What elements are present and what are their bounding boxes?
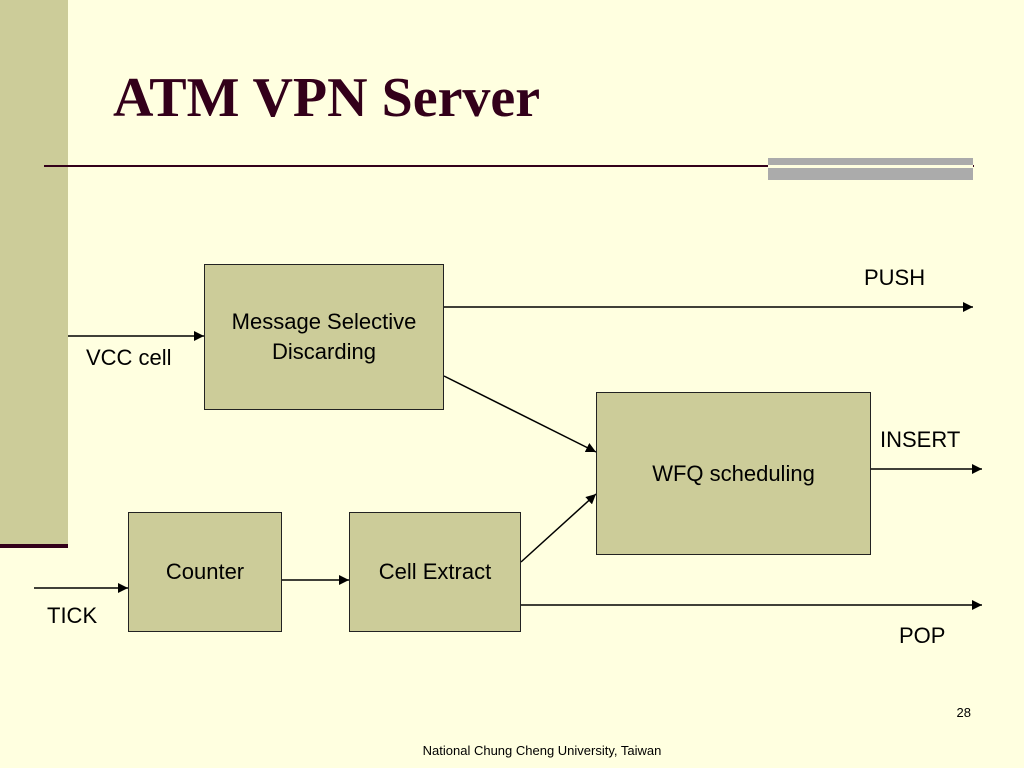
node-label: Cell Extract — [378, 559, 492, 584]
slide-footer: National Chung Cheng University, Taiwan — [422, 743, 662, 758]
label-push: PUSH — [864, 265, 926, 290]
sidebar-underline — [0, 544, 68, 548]
label-vcc-cell: VCC cell — [86, 345, 172, 370]
node-label: Message Selective Discarding — [231, 309, 417, 364]
node-cell-extract: Cell Extract — [349, 512, 521, 632]
node-label: Counter — [165, 559, 245, 584]
title-accent-bar — [768, 158, 973, 180]
node-label: WFQ scheduling — [652, 460, 815, 486]
title-divider — [44, 165, 974, 167]
label-insert: INSERT — [880, 427, 961, 452]
slide-title: ATM VPN Server — [113, 67, 541, 129]
label-pop: POP — [899, 623, 946, 648]
edge-cell-extract-to-wfq — [520, 493, 597, 563]
edge-msd-to-wfq — [443, 375, 597, 453]
label-tick: TICK — [47, 603, 98, 628]
node-message-selective-discarding: Message Selective Discarding — [204, 264, 444, 410]
sidebar-band — [0, 0, 68, 545]
page-number: 28 — [956, 705, 971, 720]
node-counter: Counter — [128, 512, 282, 632]
node-wfq-scheduling: WFQ scheduling — [596, 392, 871, 555]
